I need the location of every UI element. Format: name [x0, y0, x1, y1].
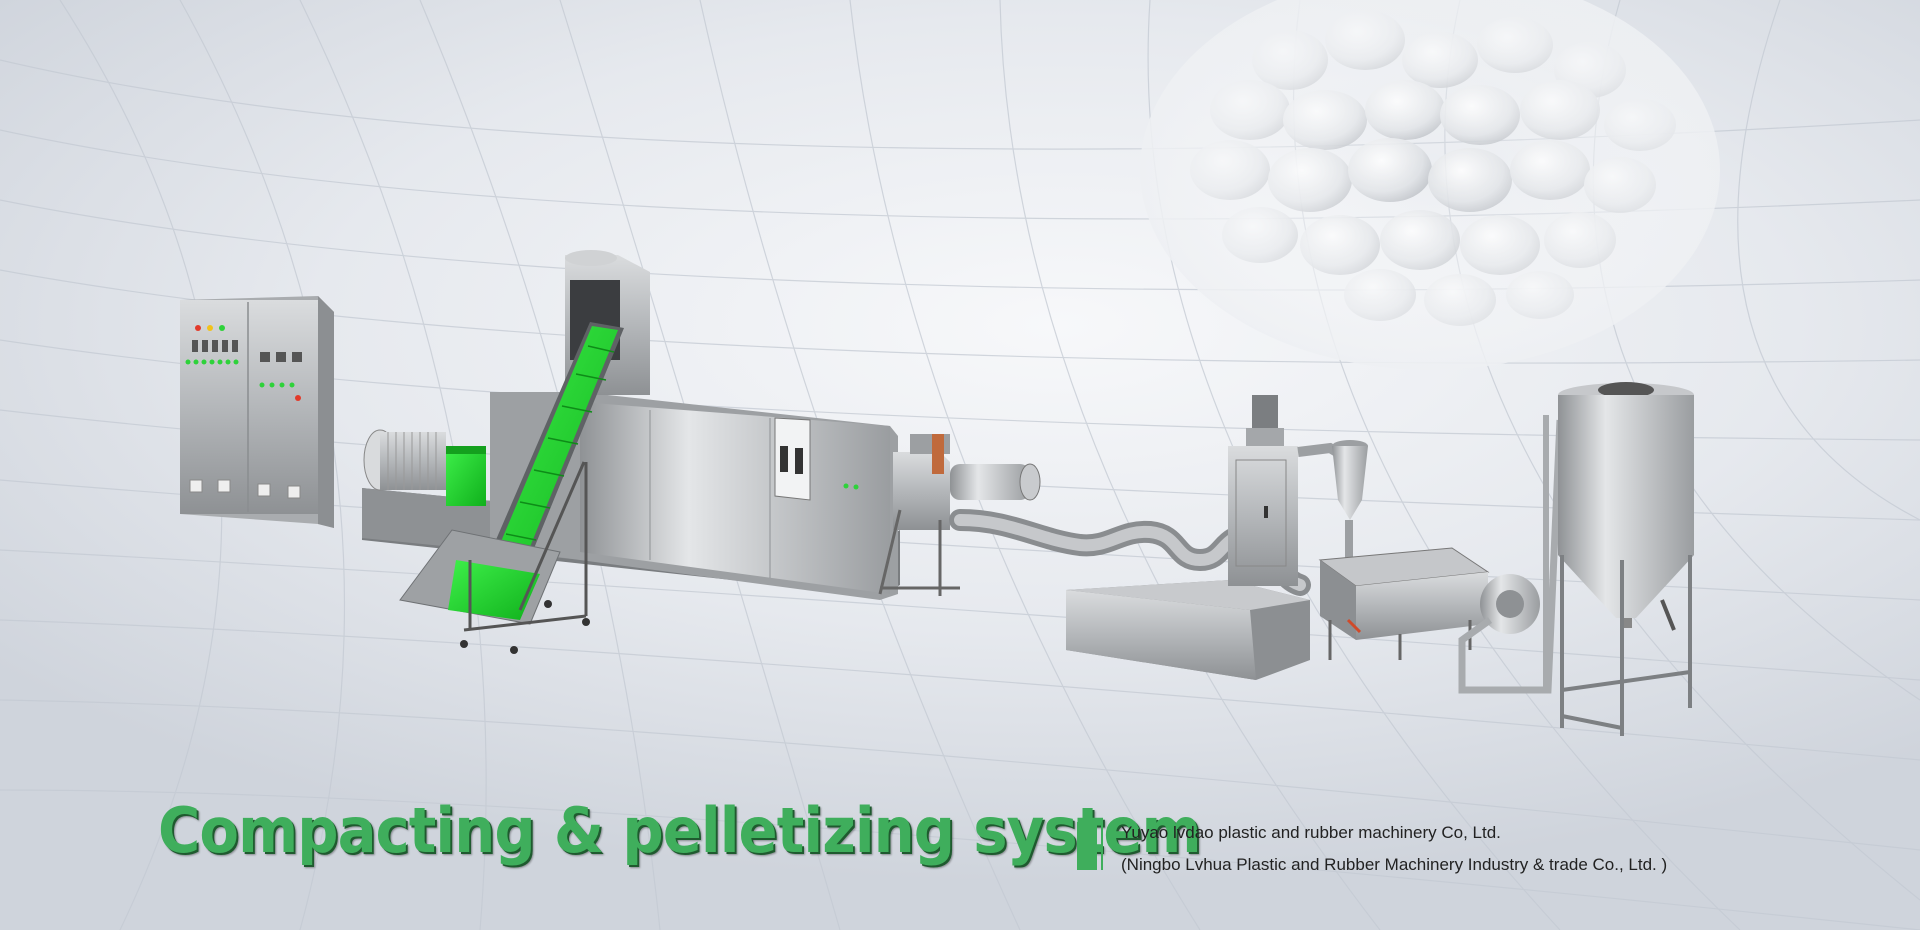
pellet-blower [1458, 419, 1564, 694]
control-cabinet [180, 296, 334, 528]
cyclone-separator [1332, 440, 1368, 560]
title-divider-bar [1077, 822, 1103, 870]
company-name: Yuyao lvdao plastic and rubber machinery… [1121, 823, 1501, 842]
pelletizer-unit [1066, 395, 1353, 680]
vibrating-screen [1318, 547, 1490, 660]
storage-silo [1543, 382, 1694, 736]
company-name-alt: (Ningbo Lvhua Plastic and Rubber Machine… [1121, 855, 1668, 874]
page-title: Compacting & pelletizing system [158, 794, 1202, 867]
die-head [878, 434, 1041, 596]
belt-conveyor [399, 322, 624, 654]
